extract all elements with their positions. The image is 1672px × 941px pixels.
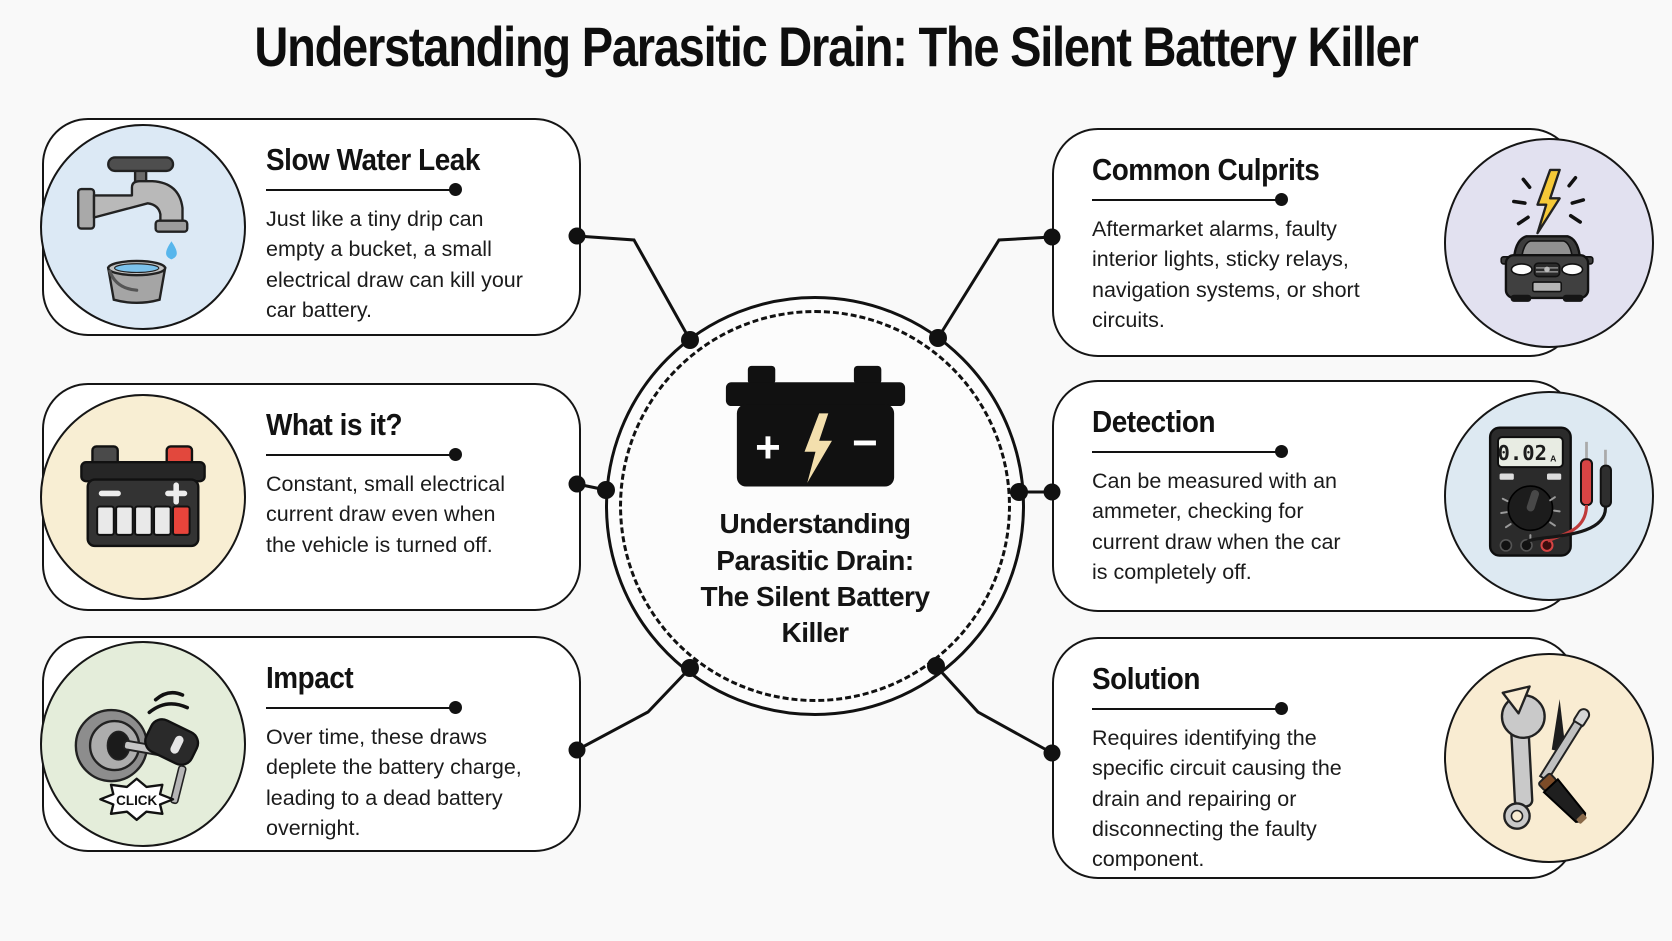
card-body: Just like a tiny drip can empty a bucket… [266, 207, 523, 322]
page-title: Understanding Parasitic Drain: The Silen… [254, 15, 1418, 78]
connector-top-right [936, 235, 1053, 339]
central-title-line: Killer [781, 617, 849, 649]
card-heading: Detection [1092, 404, 1216, 439]
car-battery-icon-circle [40, 394, 246, 600]
central-title-line: Parasitic Drain: [716, 544, 914, 576]
heading-divider [1092, 193, 1288, 206]
card-what-is-it: What is it? Constant, small electrical c… [40, 383, 581, 611]
faucet-icon-circle [40, 124, 246, 330]
multimeter-icon-circle: 0.02 A [1444, 391, 1654, 601]
card-body: Aftermarket alarms, faulty interior ligh… [1092, 217, 1360, 332]
card-heading: Solution [1092, 661, 1200, 696]
central-title-line: The Silent Battery [700, 581, 930, 612]
card-impact: CLICK Impact Over time, these draws depl… [40, 636, 581, 852]
connector-top-left [576, 234, 692, 341]
car-lightning-icon [1500, 168, 1594, 302]
card-solution: Solution Requires identifying the specif… [1052, 637, 1654, 879]
heading-divider [1092, 702, 1288, 715]
connector-bottom-right [934, 664, 1053, 755]
battery-minus-symbol: − [852, 418, 878, 467]
car-battery-icon [80, 445, 206, 548]
card-heading: Slow Water Leak [266, 142, 480, 177]
card-slow-water-leak: Slow Water Leak Just like a tiny drip ca… [40, 118, 581, 336]
car-lightning-icon-circle [1444, 137, 1654, 348]
card-body: Constant, small electrical current draw … [266, 472, 505, 557]
central-node: + − Understanding Parasitic Drain: The S… [605, 296, 1025, 716]
tools-icon-circle [1444, 653, 1654, 863]
multimeter-reading: 0.02 [1498, 441, 1547, 465]
heading-divider [1092, 445, 1288, 458]
central-node-inner-ring: + − Understanding Parasitic Drain: The S… [619, 310, 1011, 702]
battery-plus-symbol: + [755, 423, 781, 472]
card-detection: 0.02 A [1052, 380, 1654, 612]
card-body: Over time, these draws deplete the batte… [266, 725, 522, 840]
heading-divider [266, 701, 462, 714]
click-label: CLICK [116, 793, 157, 808]
connector-bottom-left [576, 666, 692, 752]
faucet-icon [77, 156, 189, 305]
central-title: Understanding Parasitic Drain: The Silen… [700, 506, 930, 652]
connector-mid-left [576, 482, 607, 492]
ignition-key-icon-circle: CLICK [40, 641, 246, 847]
card-common-culprits: Common Culprits Aftermarket alarms, faul… [1052, 128, 1654, 357]
card-body: Requires identifying the specific circui… [1092, 726, 1342, 872]
card-heading: Impact [266, 660, 354, 695]
card-heading: What is it? [266, 407, 403, 442]
battery-bolt-icon: + − [725, 366, 905, 487]
multimeter-unit: A [1550, 454, 1557, 464]
card-body: Can be measured with an ammeter, checkin… [1092, 469, 1341, 584]
tools-icon [1500, 685, 1591, 830]
heading-divider [266, 183, 462, 196]
central-title-line: Understanding [719, 508, 911, 540]
heading-divider [266, 448, 462, 461]
card-heading: Common Culprits [1092, 152, 1320, 187]
ignition-key-icon: CLICK [74, 690, 200, 822]
multimeter-icon: 0.02 A [1488, 426, 1612, 557]
